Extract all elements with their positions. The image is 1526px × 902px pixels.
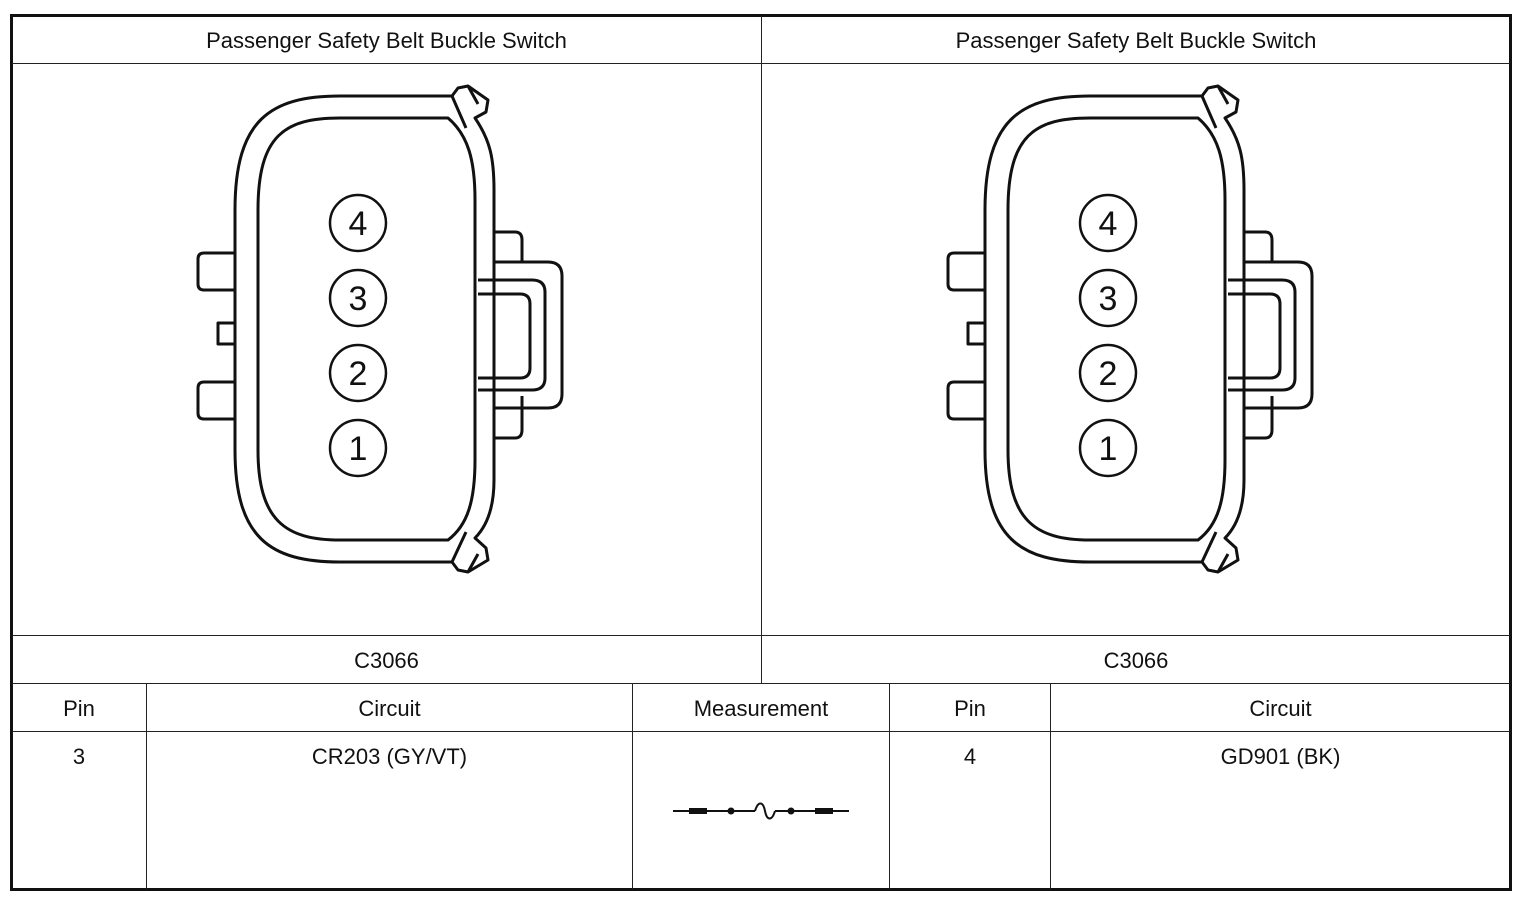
table-col-line-2 [632,683,633,889]
connector-outer-housing [233,84,496,574]
connector-inner-body [1006,116,1227,542]
diagram-frame [10,14,1512,891]
pin-1-circle [328,418,388,478]
left-pin-group [328,193,388,478]
resistance-symbol-icon [673,802,849,820]
right-latch-inner [1228,278,1297,392]
left-tab-upper [946,251,985,292]
table-col-line-4 [1050,683,1051,889]
left-tab-upper [196,251,235,292]
latch-notch-top [1200,85,1230,129]
right-connector-drawing: 4 3 2 1 [946,84,1314,574]
right-connector-id: C3066 [1103,648,1169,673]
header-measurement: Measurement [693,696,829,721]
left-connector-id: C3066 [354,648,419,673]
right-latch-core [478,292,532,380]
header-pin-a: Pin [63,696,95,721]
right-latch-inner [478,278,547,392]
connector-id-row-line [12,635,1510,636]
pin-2-label: 2 [349,355,368,393]
left-connector-drawing: 4 3 2 1 [196,84,564,574]
panel-divider [761,16,762,684]
pin-2-circle [328,343,388,403]
header-pin-b: Pin [954,696,986,721]
right-rail-upper [1244,230,1274,262]
row-pin-a: 3 [72,744,86,769]
right-panel-title: Passenger Safety Belt Buckle Switch [955,28,1317,53]
left-tab-lower [196,380,235,421]
pin-3-label: 3 [1099,280,1118,318]
row-circuit-a: CR203 (GY/VT) [311,744,468,769]
pin-4-label: 4 [1099,205,1118,243]
right-rail-lower [494,396,524,440]
right-pin-group [1078,193,1138,478]
table-col-line-1 [146,683,147,889]
pin-4-label: 4 [349,205,368,243]
pin-2-circle [1078,343,1138,403]
row-pin-b: 4 [963,744,977,769]
connector-inner-body [256,116,477,542]
header-circuit-b: Circuit [1249,696,1312,721]
latch-notch-top [450,85,480,129]
pin-1-circle [1078,418,1138,478]
right-latch-outer [1244,260,1314,410]
left-tab-middle [966,321,985,346]
right-latch-core [1228,292,1282,380]
latch-notch-bottom [1200,531,1230,573]
pin-4-circle [328,193,388,253]
pin-1-label: 1 [349,430,368,468]
pin-2-label: 2 [1099,355,1118,393]
latch-notch-bottom [450,531,480,573]
pin-1-label: 1 [1099,430,1118,468]
connector-outer-housing [983,84,1246,574]
pin-3-circle [1078,268,1138,328]
left-tab-middle [216,321,235,346]
header-circuit-a: Circuit [358,696,421,721]
left-panel-title: Passenger Safety Belt Buckle Switch [206,28,567,53]
pin-3-label: 3 [349,280,368,318]
pin-4-circle [1078,193,1138,253]
table-top-line [12,683,1510,684]
pin-3-circle [328,268,388,328]
row-circuit-b: GD901 (BK) [1220,744,1341,769]
right-rail-upper [494,230,524,262]
right-rail-lower [1244,396,1274,440]
table-header-line [12,731,1510,732]
title-row-line [12,63,1510,64]
left-tab-lower [946,380,985,421]
right-latch-outer [494,260,564,410]
table-col-line-3 [889,683,890,889]
